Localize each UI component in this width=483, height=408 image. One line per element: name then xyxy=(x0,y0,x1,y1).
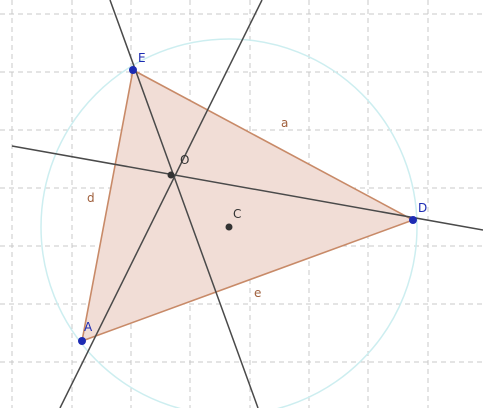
point-d[interactable] xyxy=(409,216,417,224)
point-a[interactable] xyxy=(78,337,86,345)
label-point-o: O xyxy=(180,153,189,167)
point-c[interactable] xyxy=(225,223,233,231)
label-side-e: e xyxy=(254,286,261,300)
line-through-d-o[interactable] xyxy=(11,145,483,231)
triangle-eda[interactable] xyxy=(80,68,415,343)
circumcircle xyxy=(40,38,418,408)
label-side-a: a xyxy=(281,116,288,130)
label-point-a: A xyxy=(84,320,93,334)
line-through-a-o[interactable] xyxy=(59,0,263,408)
label-point-d: D xyxy=(418,201,427,215)
point-e[interactable] xyxy=(129,66,137,74)
label-point-e: E xyxy=(138,51,146,65)
label-side-d: d xyxy=(87,191,95,205)
label-point-c: C xyxy=(233,207,241,221)
point-o[interactable] xyxy=(167,171,175,179)
